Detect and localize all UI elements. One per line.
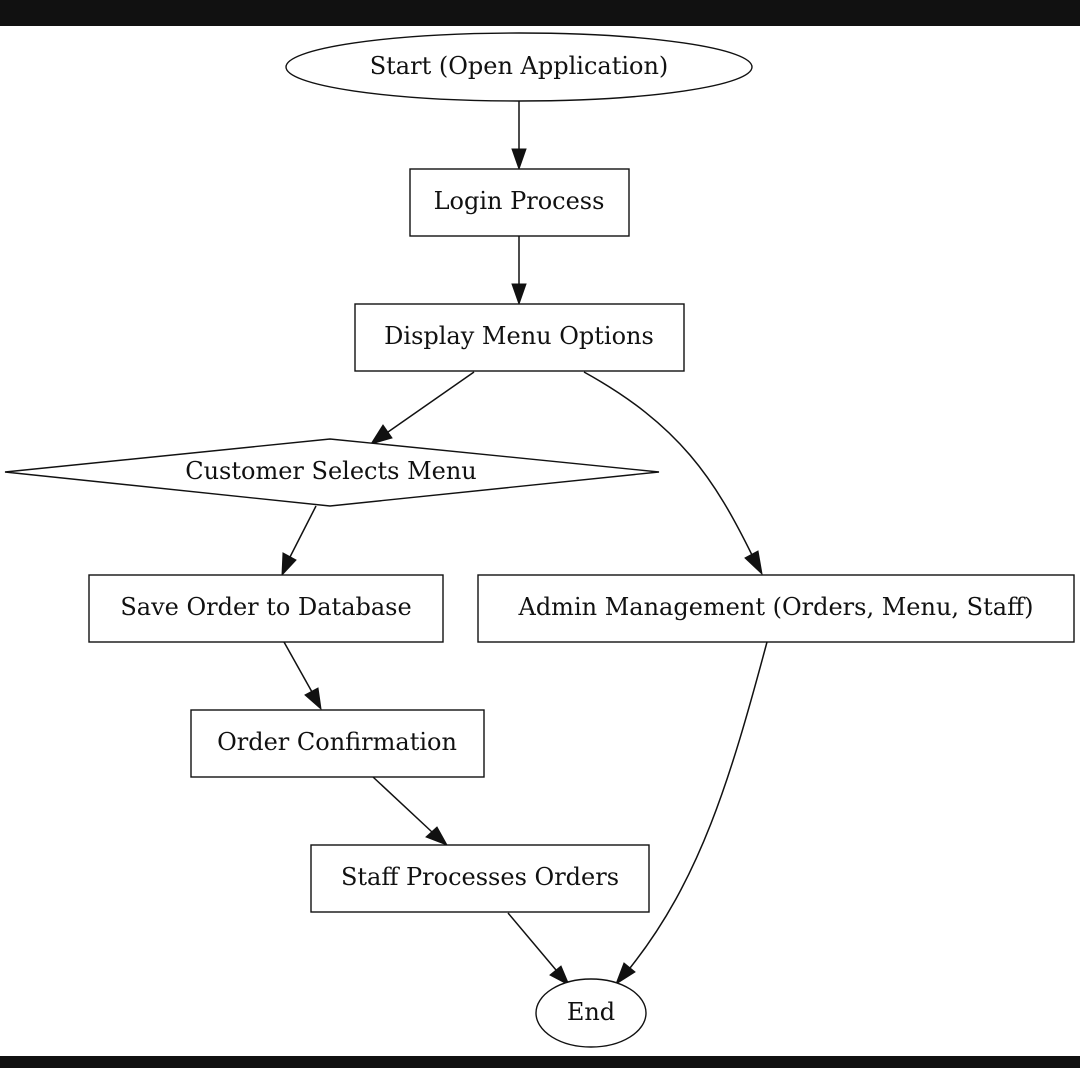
arrowhead — [425, 826, 449, 846]
confirm-box — [190, 709, 485, 778]
node-staff: Staff Processes Orders — [310, 844, 650, 913]
edge-line — [372, 776, 433, 833]
edge-menu-to-select — [369, 371, 475, 445]
arrowhead — [744, 550, 763, 576]
node-end: End — [535, 978, 647, 1048]
edge-line — [583, 371, 753, 556]
admin-box — [477, 574, 1075, 643]
edge-line — [283, 641, 313, 693]
select-diamond — [4, 438, 660, 507]
start-label: Start (Open Application) — [370, 52, 669, 80]
arrowhead — [369, 424, 393, 445]
admin-label: Admin Management (Orders, Menu, Staff) — [517, 593, 1033, 621]
menu-label: Display Menu Options — [384, 322, 654, 350]
login-label: Login Process — [434, 187, 605, 215]
edge-confirm-to-staff — [372, 776, 449, 846]
arrowhead — [511, 148, 527, 171]
node-menu: Display Menu Options — [354, 303, 685, 372]
edge-line — [629, 641, 768, 969]
edge-login-to-menu — [511, 236, 527, 306]
edge-line — [387, 371, 475, 433]
login-box — [409, 168, 630, 237]
arrowhead — [304, 687, 322, 711]
select-label: Customer Selects Menu — [185, 457, 477, 485]
arrowhead — [281, 552, 297, 577]
menu-box — [354, 303, 685, 372]
end-label: End — [567, 998, 615, 1026]
edge-staff-to-end — [507, 912, 571, 987]
node-start: Start (Open Application) — [285, 32, 753, 102]
node-confirm: Order Confirmation — [190, 709, 485, 778]
staff-box — [310, 844, 650, 913]
edge-save-to-confirm — [283, 641, 322, 711]
bottom-frame-bar — [0, 1056, 1080, 1068]
arrowhead — [614, 962, 636, 986]
edges — [281, 101, 768, 987]
node-admin: Admin Management (Orders, Menu, Staff) — [477, 574, 1075, 643]
node-select: Customer Selects Menu — [4, 438, 660, 507]
save-box — [88, 574, 444, 643]
top-frame-bar — [0, 0, 1080, 26]
edge-select-to-save — [281, 505, 317, 577]
node-login: Login Process — [409, 168, 630, 237]
edge-menu-to-admin — [583, 371, 763, 576]
start-ellipse — [285, 32, 753, 102]
edge-admin-to-end — [614, 641, 768, 986]
confirm-label: Order Confirmation — [217, 728, 457, 756]
node-save: Save Order to Database — [88, 574, 444, 643]
save-label: Save Order to Database — [120, 593, 411, 621]
staff-label: Staff Processes Orders — [341, 863, 619, 891]
end-ellipse — [535, 978, 647, 1048]
edge-start-to-login — [511, 101, 527, 171]
arrowhead — [511, 283, 527, 306]
edge-line — [289, 505, 317, 558]
arrowhead — [549, 965, 571, 987]
edge-line — [507, 912, 557, 971]
